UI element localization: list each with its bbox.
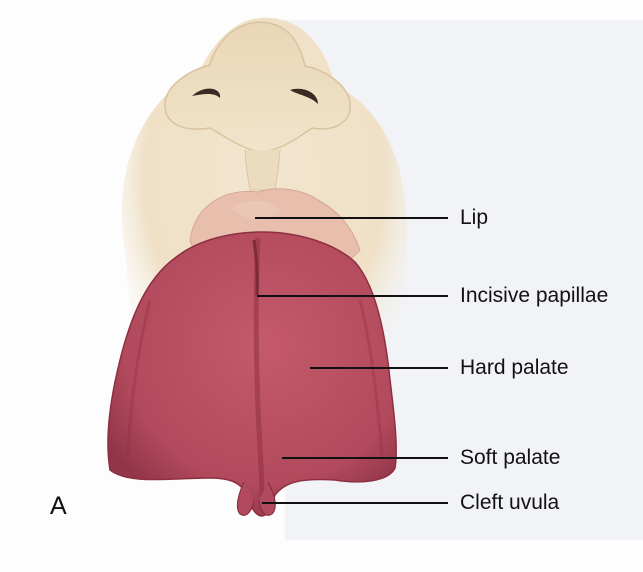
columella (245, 150, 280, 190)
label-lip: Lip (460, 206, 488, 230)
label-incisive-papillae: Incisive papillae (460, 284, 608, 308)
label-soft-palate: Soft palate (460, 446, 560, 470)
panel-letter: A (50, 492, 67, 521)
label-hard-palate: Hard palate (460, 356, 569, 380)
label-cleft-uvula: Cleft uvula (460, 491, 559, 515)
